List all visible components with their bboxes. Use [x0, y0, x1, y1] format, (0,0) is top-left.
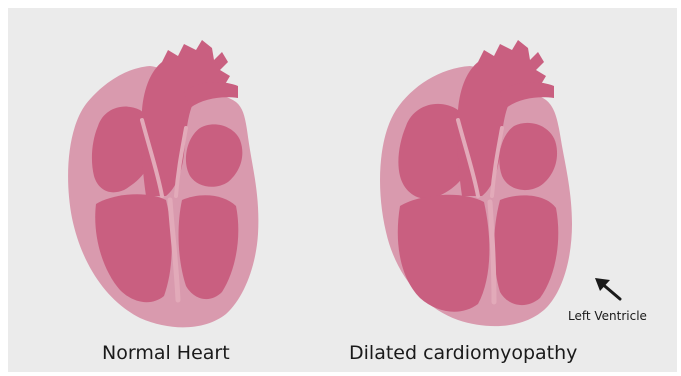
left-ventricle-label: Left Ventricle — [568, 309, 647, 323]
arrow-up-left-icon — [595, 278, 620, 299]
dilated-heart-ventricle-left — [398, 195, 490, 312]
normal-heart-caption: Normal Heart — [102, 342, 230, 364]
dilated-heart — [380, 40, 572, 326]
normal-heart — [68, 40, 258, 327]
dilated-cardiomyopathy-caption: Dilated cardiomyopathy — [349, 342, 577, 364]
